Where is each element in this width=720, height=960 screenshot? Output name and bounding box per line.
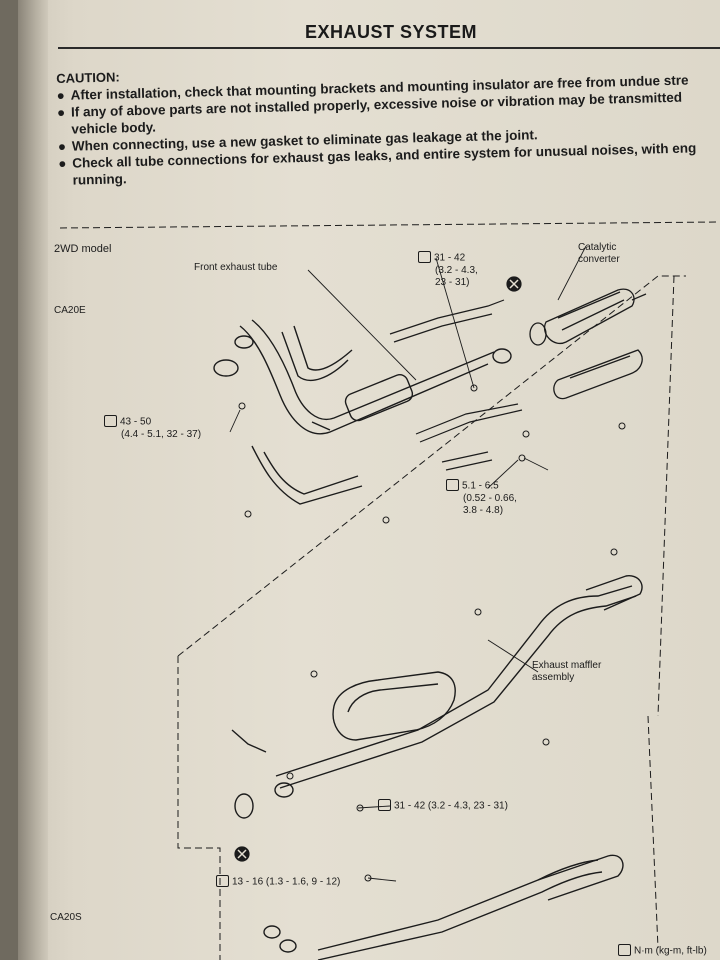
page-title: EXHAUST SYSTEM <box>305 22 478 42</box>
torque-wrench-icon <box>216 875 229 887</box>
torque-wrench-icon <box>446 479 459 491</box>
ca20s-exhaust-pipe <box>263 854 624 960</box>
do-not-reuse-icon <box>234 276 522 862</box>
torque-callout-2: 43 - 50 (4.4 - 5.1, 32 - 37) <box>104 415 201 441</box>
manual-page: EXHAUST SYSTEM CAUTION: ●After installat… <box>18 0 720 960</box>
torque-wrench-icon <box>378 799 391 811</box>
torque-callout-4: 31 - 42 (3.2 - 4.3, 23 - 31) <box>378 799 508 813</box>
leader-lines <box>229 245 587 882</box>
front-exhaust-tube <box>213 319 512 505</box>
diagram-boundary <box>59 221 719 229</box>
mounting-brackets <box>389 299 523 471</box>
engine-label-ca20s: CA20S <box>50 912 82 923</box>
model-label: 2WD model <box>54 243 112 255</box>
torque-wrench-icon <box>618 944 631 956</box>
unit-note: N·m (kg-m, ft-lb) <box>618 944 707 958</box>
exhaust-muffler-assembly <box>231 575 643 819</box>
torque-callout-1: 31 - 42 (3.2 - 4.3, 23 - 31) <box>418 251 478 289</box>
diagram-boundary <box>177 275 686 657</box>
diagram-boundary <box>177 656 221 960</box>
bolts <box>238 384 626 882</box>
torque-wrench-icon <box>104 415 117 427</box>
engine-label-ca20e: CA20E <box>54 305 86 316</box>
page-binding-edge <box>18 0 48 960</box>
title-rule <box>58 47 720 49</box>
torque-callout-5: 13 - 16 (1.3 - 1.6, 9 - 12) <box>216 875 340 889</box>
catalytic-converter-label: Catalytic converter <box>578 242 620 265</box>
diagram-boundary <box>647 715 659 949</box>
catalytic-converter <box>529 288 647 400</box>
torque-wrench-icon <box>418 251 431 263</box>
diagram-boundary <box>657 275 675 717</box>
exhaust-diagram <box>59 221 719 960</box>
torque-callout-3: 5.1 - 6.5 (0.52 - 0.66, 3.8 - 4.8) <box>446 479 517 517</box>
front-exhaust-tube-label: Front exhaust tube <box>194 262 278 273</box>
exhaust-muffler-label: Exhaust maffler assembly <box>532 660 602 683</box>
